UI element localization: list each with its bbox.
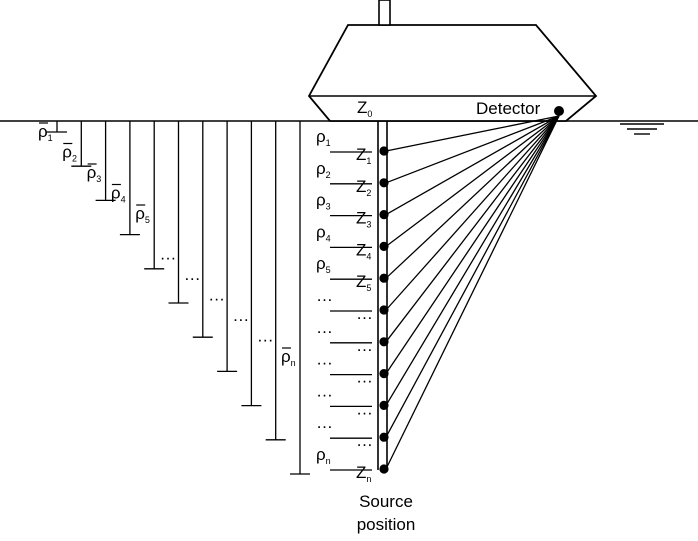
layer-label-1: ρ1 (316, 127, 331, 148)
tool-top-label: Z0 (357, 98, 372, 119)
layer-label-7: … (316, 318, 333, 337)
source-dot-1 (379, 146, 389, 156)
source-position-label-line2: position (357, 515, 416, 534)
source-position-label-line1: Source (359, 492, 413, 511)
source-dot-7 (379, 337, 389, 347)
depth-label-10: … (356, 431, 373, 450)
ray-line-11 (385, 115, 560, 470)
depth-label-9: … (356, 399, 373, 418)
ray-line-1 (385, 115, 560, 152)
layer-label-11: ρn (316, 445, 331, 466)
layer-label-6: … (316, 286, 333, 305)
ray-line-6 (385, 115, 560, 311)
average-density-lines (47, 121, 310, 475)
depth-label-6: … (356, 304, 373, 323)
avg-label-5: ρ5 (135, 204, 150, 225)
source-dot-9 (379, 400, 389, 410)
ray-line-5 (385, 115, 560, 279)
depth-label-1: Z1 (356, 145, 371, 166)
avg-label-1: ρ1 (38, 122, 53, 143)
ray-line-10 (385, 115, 560, 438)
source-dot-8 (379, 369, 389, 379)
avg-label-9: … (232, 306, 249, 325)
avg-label-6: … (160, 245, 177, 264)
avg-label-8: … (208, 286, 225, 305)
depth-label-4: Z4 (356, 240, 371, 261)
source-dot-6 (379, 305, 389, 315)
ray-line-7 (385, 115, 560, 343)
layer-label-3: ρ3 (316, 191, 331, 212)
ray-line-2 (385, 115, 560, 184)
source-dot-11 (379, 464, 389, 474)
layer-density-labels: ρ1 ρ2 ρ3 ρ4 ρ5 … … … … … ρn (316, 127, 333, 466)
depth-label-5: Z5 (356, 272, 371, 293)
avg-label-2: ρ2 (62, 143, 77, 164)
ray-line-8 (385, 115, 560, 374)
depth-ticks (330, 151, 372, 471)
source-dot-10 (379, 432, 389, 442)
tool-stem (378, 0, 391, 26)
source-dot-3 (379, 210, 389, 220)
depth-label-2: Z2 (356, 177, 371, 198)
layer-label-8: … (316, 350, 333, 369)
water-level-icon (620, 123, 664, 135)
ray-line-4 (385, 115, 560, 247)
layer-label-4: ρ4 (316, 222, 331, 243)
source-dot-2 (379, 178, 389, 188)
logging-tool-body (307, 24, 598, 122)
depth-label-8: … (356, 368, 373, 387)
avg-label-10: … (257, 327, 274, 346)
source-dot-5 (379, 273, 389, 283)
borehole-column (377, 121, 388, 470)
depth-labels: Z1 Z2 Z3 Z4 Z5 … … … … … Zn (356, 145, 373, 484)
layer-label-9: … (316, 381, 333, 400)
overbar-marks (39, 122, 291, 349)
depth-label-11: Zn (356, 463, 371, 484)
source-dot-4 (379, 241, 389, 251)
average-density-labels: ρ1 ρ2 ρ3 ρ4 ρ5 … … … … … ρn (38, 122, 296, 368)
ray-line-3 (385, 115, 560, 216)
layer-label-2: ρ2 (316, 159, 331, 180)
depth-label-7: … (356, 336, 373, 355)
avg-label-11: ρn (281, 347, 296, 368)
layer-label-5: ρ5 (316, 254, 331, 275)
depth-label-3: Z3 (356, 209, 371, 230)
detector-label: Detector (476, 99, 541, 118)
avg-label-4: ρ4 (111, 184, 126, 205)
detector-dot (554, 106, 564, 116)
avg-label-7: … (184, 265, 201, 284)
avg-label-3: ρ3 (87, 163, 102, 184)
radiation-rays (385, 115, 560, 470)
source-points (379, 146, 389, 474)
layer-label-10: … (316, 413, 333, 432)
ray-line-9 (385, 115, 560, 406)
